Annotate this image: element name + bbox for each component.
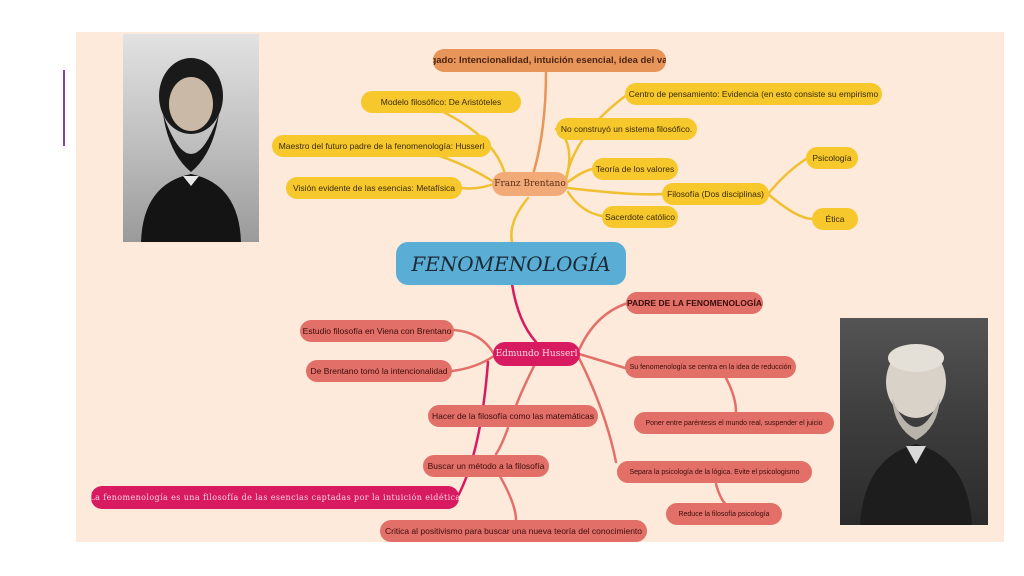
brentano-portrait — [123, 34, 259, 242]
accent-line — [63, 70, 65, 146]
teoria-valores-node[interactable]: Teoría de los valores — [592, 158, 678, 180]
vision-esencias-node[interactable]: Visión evidente de las esencias: Metafís… — [286, 177, 462, 199]
metodo-node[interactable]: Buscar un método a la filosofía — [423, 455, 549, 477]
filosofia-disciplinas-node[interactable]: Filosofía (Dos disciplinas) — [662, 183, 769, 205]
edmundo-husserl-node[interactable]: Edmundo Husserl — [493, 342, 580, 366]
mind-map-canvas: Legado: Intencionalidad, intuición esenc… — [76, 32, 1004, 542]
intencionalidad-node[interactable]: De Brentano tomó la intencionalidad — [306, 360, 452, 382]
separa-psicologia-node[interactable]: Separa la psicología de la lógica. Evite… — [617, 461, 812, 483]
centro-pensamiento-node[interactable]: Centro de pensamiento: Evidencia (en est… — [625, 83, 882, 105]
no-sistema-node[interactable]: No construyó un sistema filosófico. — [556, 118, 697, 140]
central-topic[interactable]: FENOMENOLOGÍA — [396, 242, 626, 285]
franz-brentano-node[interactable]: Franz Brentano — [492, 172, 568, 196]
parentesis-node[interactable]: Poner entre paréntesis el mundo real, su… — [634, 412, 834, 434]
sacerdote-node[interactable]: Sacerdote católico — [602, 206, 678, 228]
maestro-husserl-node[interactable]: Maestro del futuro padre de la fenomenol… — [272, 135, 491, 157]
etica-node[interactable]: Ética — [812, 208, 858, 230]
husserl-portrait — [840, 318, 988, 525]
matematicas-node[interactable]: Hacer de la filosofía como las matemátic… — [428, 405, 598, 427]
reduce-psicologia-node[interactable]: Reduce la filosofía psicología — [666, 503, 782, 525]
critica-positivismo-node[interactable]: Critica al positivismo para buscar una n… — [380, 520, 647, 542]
modelo-filosofico-node[interactable]: Modelo filosófico: De Aristóteles — [361, 91, 521, 113]
reduccion-node[interactable]: Su fenomenología se centra en la idea de… — [625, 356, 796, 378]
definicion-fenomenologia-node[interactable]: La fenomenología es una filosofía de las… — [91, 486, 459, 509]
padre-fenomenologia-node[interactable]: PADRE DE LA FENOMENOLOGÍA — [626, 292, 763, 314]
legado-node[interactable]: Legado: Intencionalidad, intuición esenc… — [433, 49, 666, 72]
estudio-viena-node[interactable]: Estudio filosofía en Viena con Brentano — [300, 320, 454, 342]
psicologia-node[interactable]: Psicología — [806, 147, 858, 169]
